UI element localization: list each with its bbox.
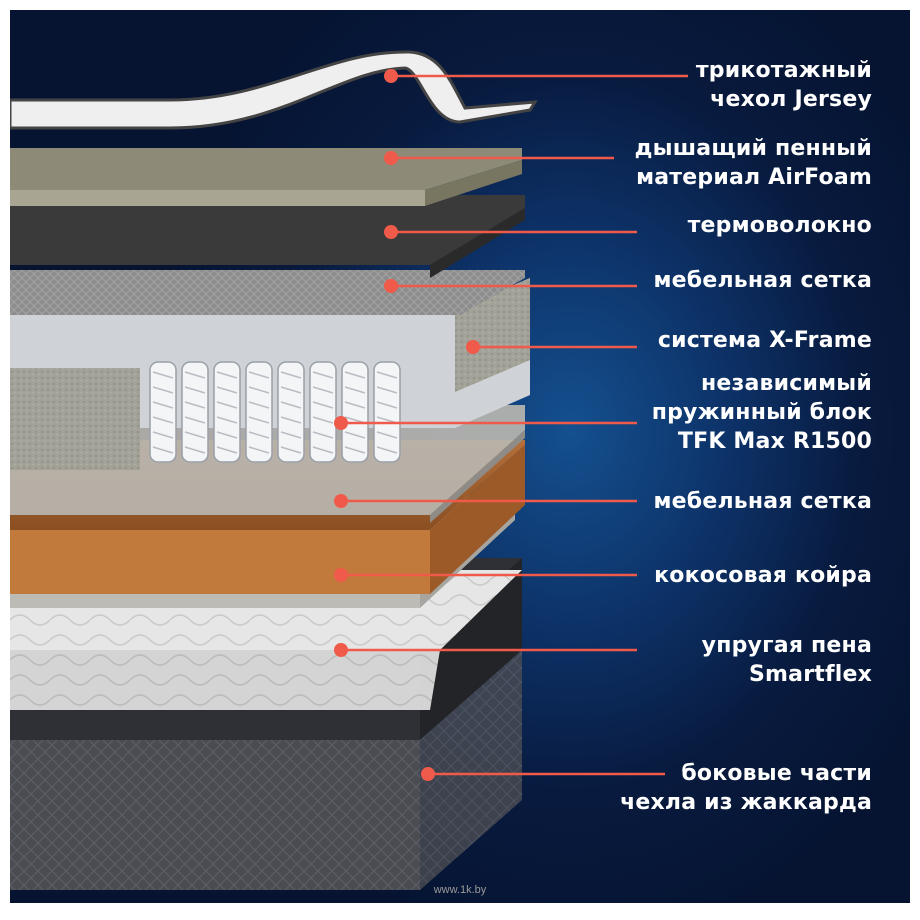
layer-label-line: дышащий пенный [634,136,872,161]
layer-label-jacquard: боковые части чехла из жаккарда [620,759,872,817]
layer-label-line: Smartflex [748,662,872,687]
layer-label-line: боковые части [681,761,872,786]
callout-dot-xframe [466,340,480,354]
layer-label-airfoam: дышащий пенный материал AirFoam [635,134,872,192]
layer-label-line: упругая пена [701,633,872,658]
callout-dot-mesh_top [384,279,398,293]
thermo-layer [10,195,525,265]
callout-dot-mesh_bottom [334,494,348,508]
xframe-front [10,368,140,470]
airfoam-layer [10,148,522,190]
layer-label-coir: кокосовая койра [654,561,872,590]
watermark: www.1k.by [433,884,487,896]
layer-label-line: трикотажный [695,58,872,83]
callout-dot-jacquard [421,767,435,781]
callout-dot-airfoam [384,151,398,165]
callout-dot-thermo [384,225,398,239]
mesh-top-layer [10,270,525,315]
layer-label-line: материал AirFoam [636,165,872,190]
layer-label-line: кокосовая койра [654,563,872,588]
callout-dot-coir [334,568,348,582]
layer-label-mesh_bottom: мебельная сетка [653,487,872,516]
jacquard-front [10,740,420,890]
layer-label-thermo: термоволокно [688,211,872,240]
mattress-layers-illustration [10,50,688,890]
layer-label-line: система X-Frame [657,328,872,353]
layer-label-line: чехол Jersey [710,87,872,112]
layer-label-line: мебельная сетка [653,268,872,293]
layer-label-line: TFK Max R1500 [677,429,872,454]
layer-label-line: термоволокно [687,213,872,238]
layer-label-line: независимый [700,371,872,396]
jersey-cover-layer [10,50,538,130]
layer-label-jersey: трикотажный чехол Jersey [696,56,872,114]
layer-label-line: пружинный блок [651,400,872,425]
callout-dot-springs [334,416,348,430]
layer-label-line: чехла из жаккарда [620,790,872,815]
callout-lines [334,69,688,781]
callout-dot-smartflex [334,643,348,657]
layer-label-line: мебельная сетка [653,489,872,514]
layer-label-mesh_top: мебельная сетка [653,266,872,295]
spring-coils [149,361,401,463]
layer-label-xframe: система X-Frame [658,326,872,355]
callout-dot-jersey [384,69,398,83]
product-illustration: трикотажный чехол Jersey дышащий пенный мат… [10,10,910,903]
